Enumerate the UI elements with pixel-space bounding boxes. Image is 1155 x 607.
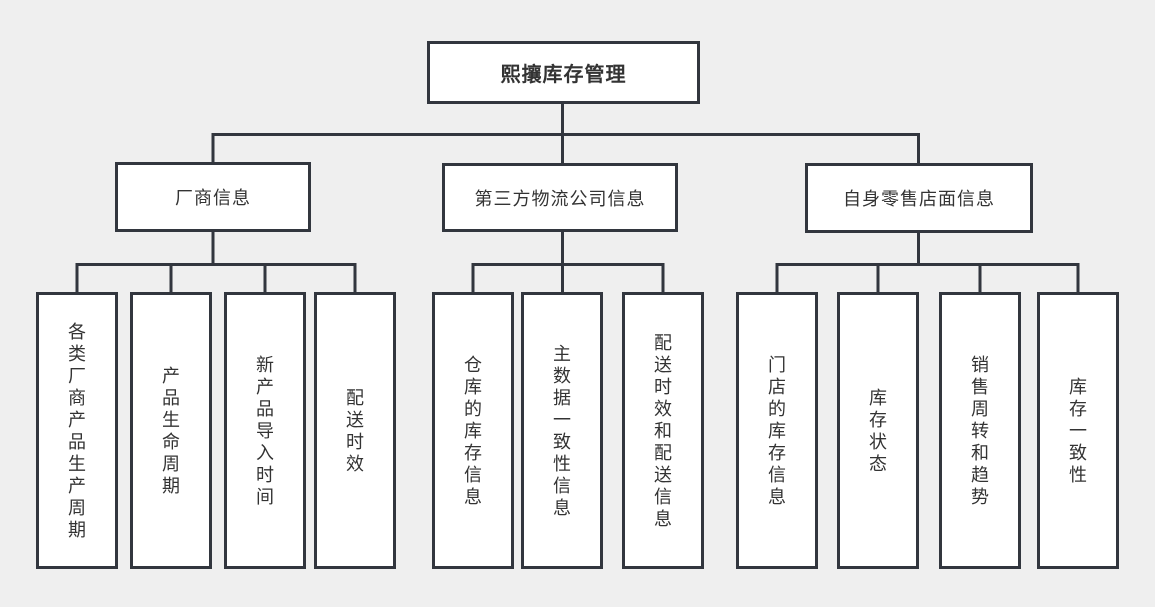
node-label: 各类厂商产品生产周期 <box>68 321 86 540</box>
node-label: 配送时效和配送信息 <box>654 332 672 529</box>
node-root-inventory-management[interactable]: 熙攘库存管理 <box>427 41 700 104</box>
node-label: 新产品导入时间 <box>256 354 274 507</box>
node-store-inventory-info[interactable]: 门店的库存信息 <box>736 292 818 569</box>
node-inventory-consistency[interactable]: 库存一致性 <box>1037 292 1119 569</box>
node-label: 库存状态 <box>869 387 887 474</box>
node-inventory-status[interactable]: 库存状态 <box>837 292 919 569</box>
node-delivery-time[interactable]: 配送时效 <box>314 292 396 569</box>
node-label: 配送时效 <box>346 387 364 474</box>
node-new-product-introduction-time[interactable]: 新产品导入时间 <box>224 292 306 569</box>
node-label: 主数据一致性信息 <box>553 343 571 518</box>
node-label: 销售周转和趋势 <box>971 354 989 507</box>
node-third-party-logistics-info[interactable]: 第三方物流公司信息 <box>442 163 678 232</box>
node-manufacturer-info[interactable]: 厂商信息 <box>115 162 311 232</box>
node-label: 门店的库存信息 <box>768 354 786 507</box>
node-product-production-cycle[interactable]: 各类厂商产品生产周期 <box>36 292 118 569</box>
node-warehouse-inventory-info[interactable]: 仓库的库存信息 <box>432 292 514 569</box>
node-product-life-cycle[interactable]: 产品生命周期 <box>130 292 212 569</box>
node-label: 自身零售店面信息 <box>843 189 995 209</box>
node-master-data-consistency-info[interactable]: 主数据一致性信息 <box>521 292 603 569</box>
node-label: 库存一致性 <box>1069 376 1087 485</box>
node-label: 产品生命周期 <box>162 365 180 496</box>
node-label: 第三方物流公司信息 <box>474 188 646 209</box>
node-sales-turnover-and-trend[interactable]: 销售周转和趋势 <box>939 292 1021 569</box>
node-label: 仓库的库存信息 <box>464 354 482 507</box>
node-retail-store-info[interactable]: 自身零售店面信息 <box>805 163 1033 233</box>
node-label: 厂商信息 <box>175 188 251 208</box>
node-delivery-time-and-delivery-info[interactable]: 配送时效和配送信息 <box>622 292 704 569</box>
node-label: 熙攘库存管理 <box>500 64 627 86</box>
